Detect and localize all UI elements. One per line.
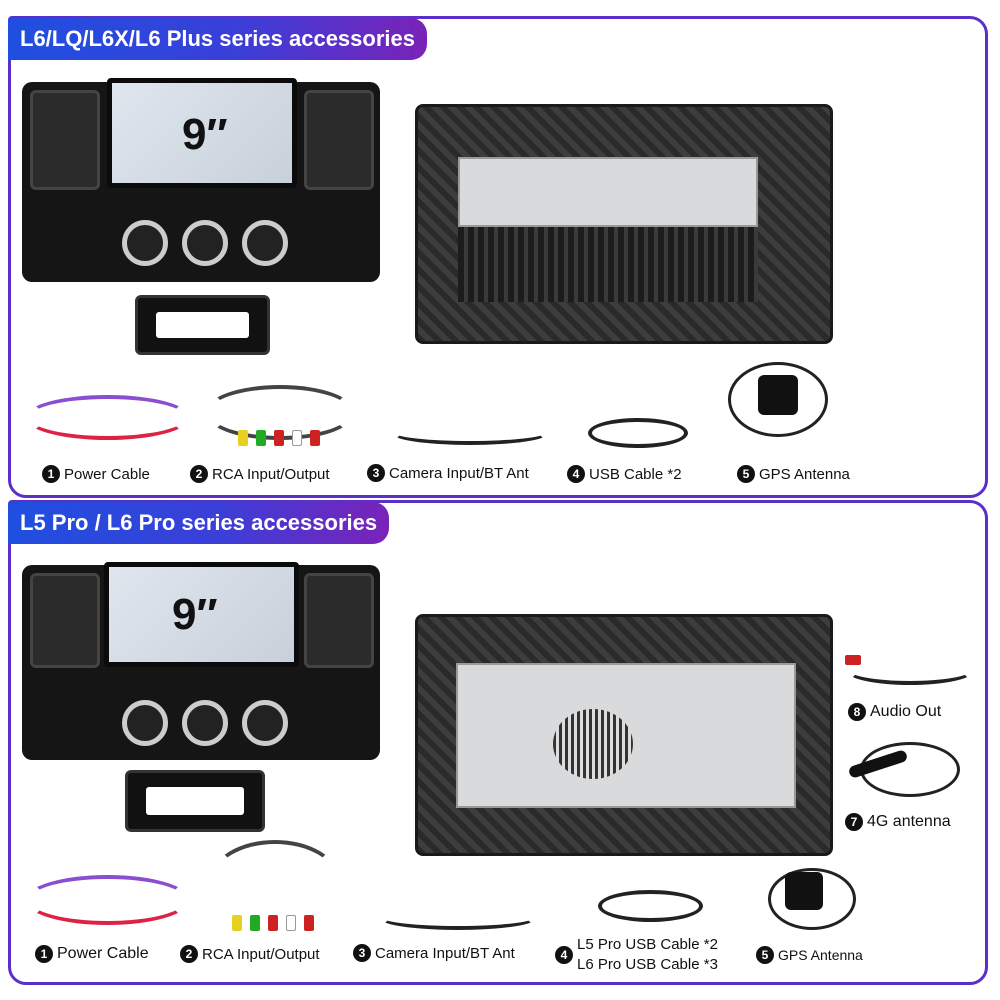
section-1-title: L6/LQ/L6X/L6 Plus series accessories [8,18,427,60]
gps-antenna-image [768,868,856,930]
head-unit-image: 9″ [22,78,380,282]
section-2-panel [8,500,988,985]
trim-bezel-image [125,770,265,832]
trim-bezel-image [135,295,270,355]
gps-antenna-image [728,362,828,437]
usb-cable-image [588,418,688,448]
section-2-title: L5 Pro / L6 Pro series accessories [8,502,390,544]
screen-size-label: 9″ [172,590,218,639]
camera-cable-image [390,420,550,445]
rear-panel-image [415,104,833,344]
section-1-panel [8,16,988,498]
camera-cable-image [378,905,538,930]
power-cable-image [25,395,190,440]
head-unit-image: 9″ [22,562,380,760]
screen-size-label: 9″ [182,110,228,159]
usb-cable-image [598,890,703,922]
power-cable-image [25,875,190,925]
audio-out-cable-image [845,655,975,685]
rear-panel-image [415,614,833,856]
rca-cable-image [210,840,340,920]
